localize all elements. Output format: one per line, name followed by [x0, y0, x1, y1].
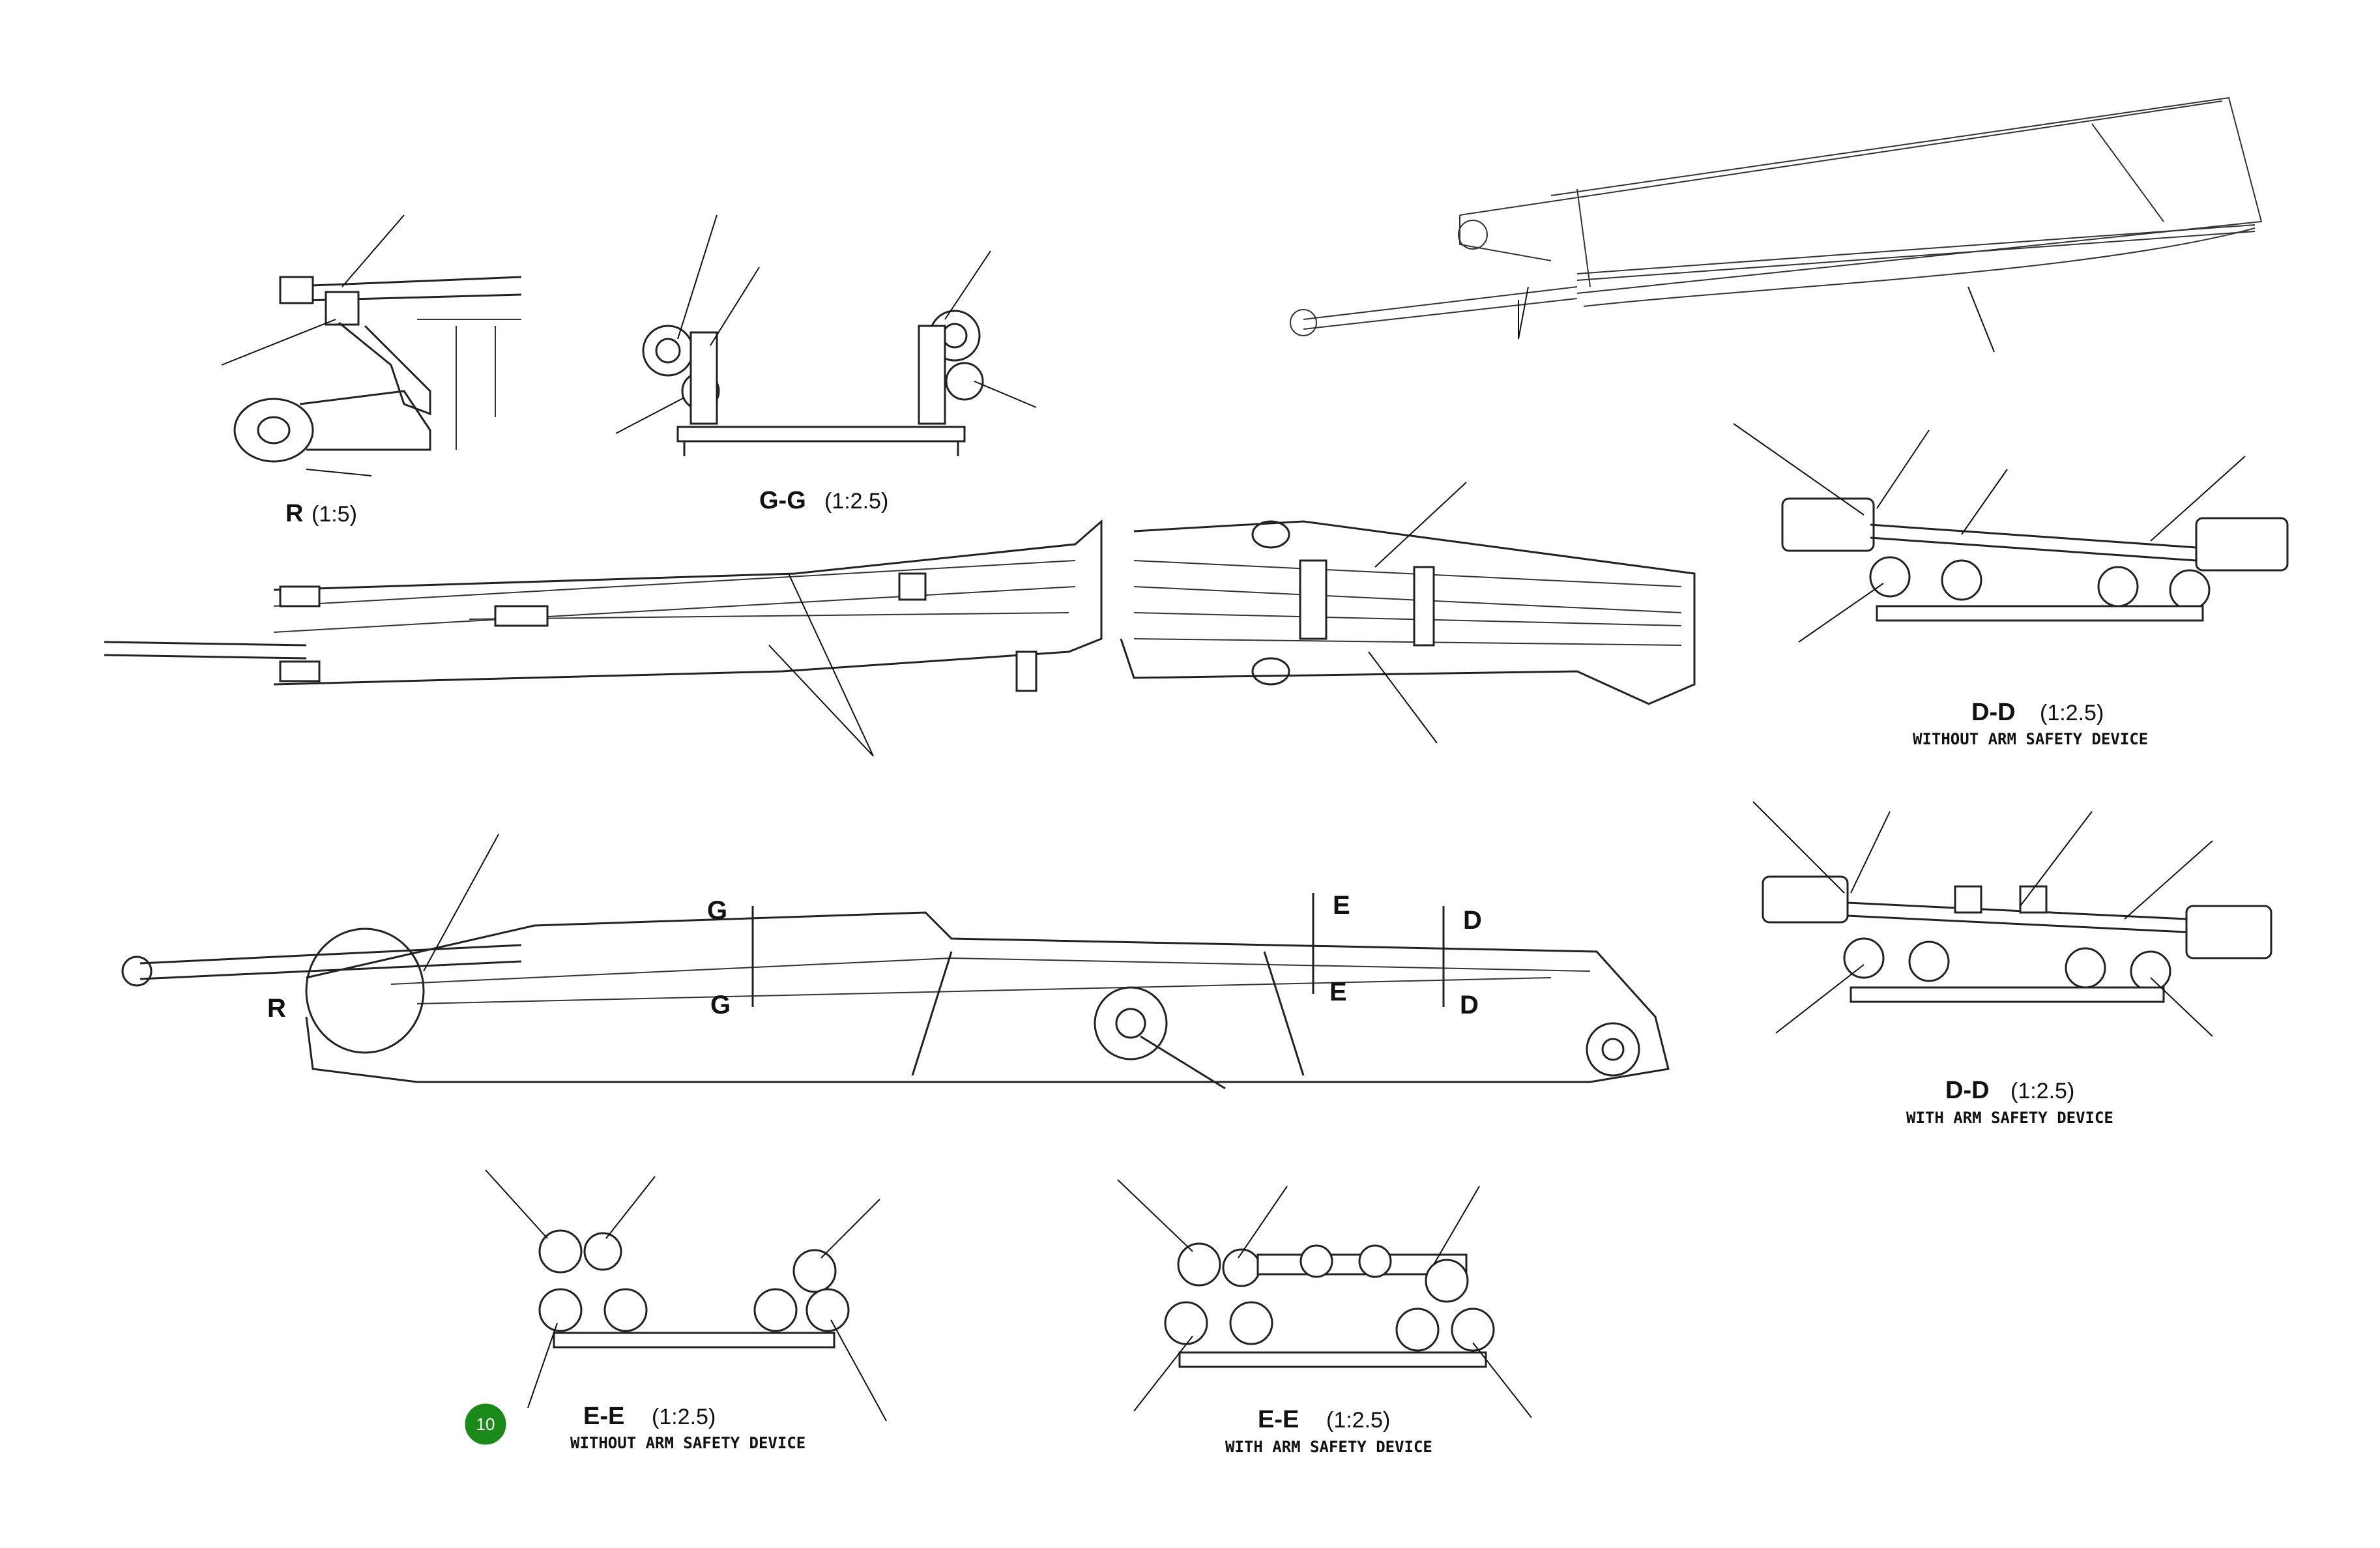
view-dd-without: D-D (1:2.5) WITHOUT ARM SAFETY DEVICE: [1733, 423, 2289, 748]
callout-number: 10: [476, 1414, 495, 1434]
cut-e-bottom: E: [1329, 978, 1347, 1006]
view-gg-scale: (1:2.5): [824, 489, 888, 514]
view-ee2-note: WITH ARM SAFETY DEVICE: [1225, 1438, 1432, 1456]
view-r: R (1:5): [221, 214, 522, 527]
view-ee2-scale: (1:2.5): [1326, 1408, 1390, 1433]
view-ee2-title: E-E: [1258, 1406, 1299, 1433]
arm-side-view: [104, 519, 1103, 757]
cut-g-top: G: [707, 896, 727, 925]
view-r-scale: (1:5): [312, 502, 357, 527]
view-dd1-note: WITHOUT ARM SAFETY DEVICE: [1913, 730, 2148, 748]
view-ee-with: E-E (1:2.5) WITH ARM SAFETY DEVICE: [1117, 1179, 1532, 1456]
view-ee1-title: E-E: [583, 1403, 624, 1430]
view-ee1-scale: (1:2.5): [652, 1405, 716, 1429]
view-r-title: R: [285, 500, 303, 527]
view-gg-title: G-G: [759, 487, 806, 514]
view-dd2-note: WITH ARM SAFETY DEVICE: [1906, 1109, 2113, 1127]
boom-side-view: G G E E D D R: [121, 834, 1670, 1090]
view-ee-without: E-E (1:2.5) WITHOUT ARM SAFETY DEVICE: [485, 1169, 887, 1452]
arm-hose-view: [1120, 482, 1696, 744]
view-dd2-scale: (1:2.5): [2010, 1079, 2074, 1103]
view-ee1-note: WITHOUT ARM SAFETY DEVICE: [570, 1434, 805, 1452]
detail-r-marker: R: [267, 994, 286, 1023]
cut-d-top: D: [1463, 906, 1482, 935]
cut-g-bottom: G: [710, 991, 731, 1019]
cut-e-top: E: [1333, 891, 1350, 920]
view-gg: G-G (1:2.5): [615, 214, 1037, 514]
cut-d-bottom: D: [1460, 991, 1479, 1019]
view-dd-with: D-D (1:2.5) WITH ARM SAFETY DEVICE: [1752, 801, 2272, 1127]
boom-perspective-top: [1290, 96, 2263, 353]
view-dd1-scale: (1:2.5): [2040, 701, 2104, 725]
view-dd1-title: D-D: [1971, 699, 2016, 726]
view-dd2-title: D-D: [1945, 1077, 1990, 1104]
callout-10[interactable]: 10: [463, 1401, 508, 1447]
